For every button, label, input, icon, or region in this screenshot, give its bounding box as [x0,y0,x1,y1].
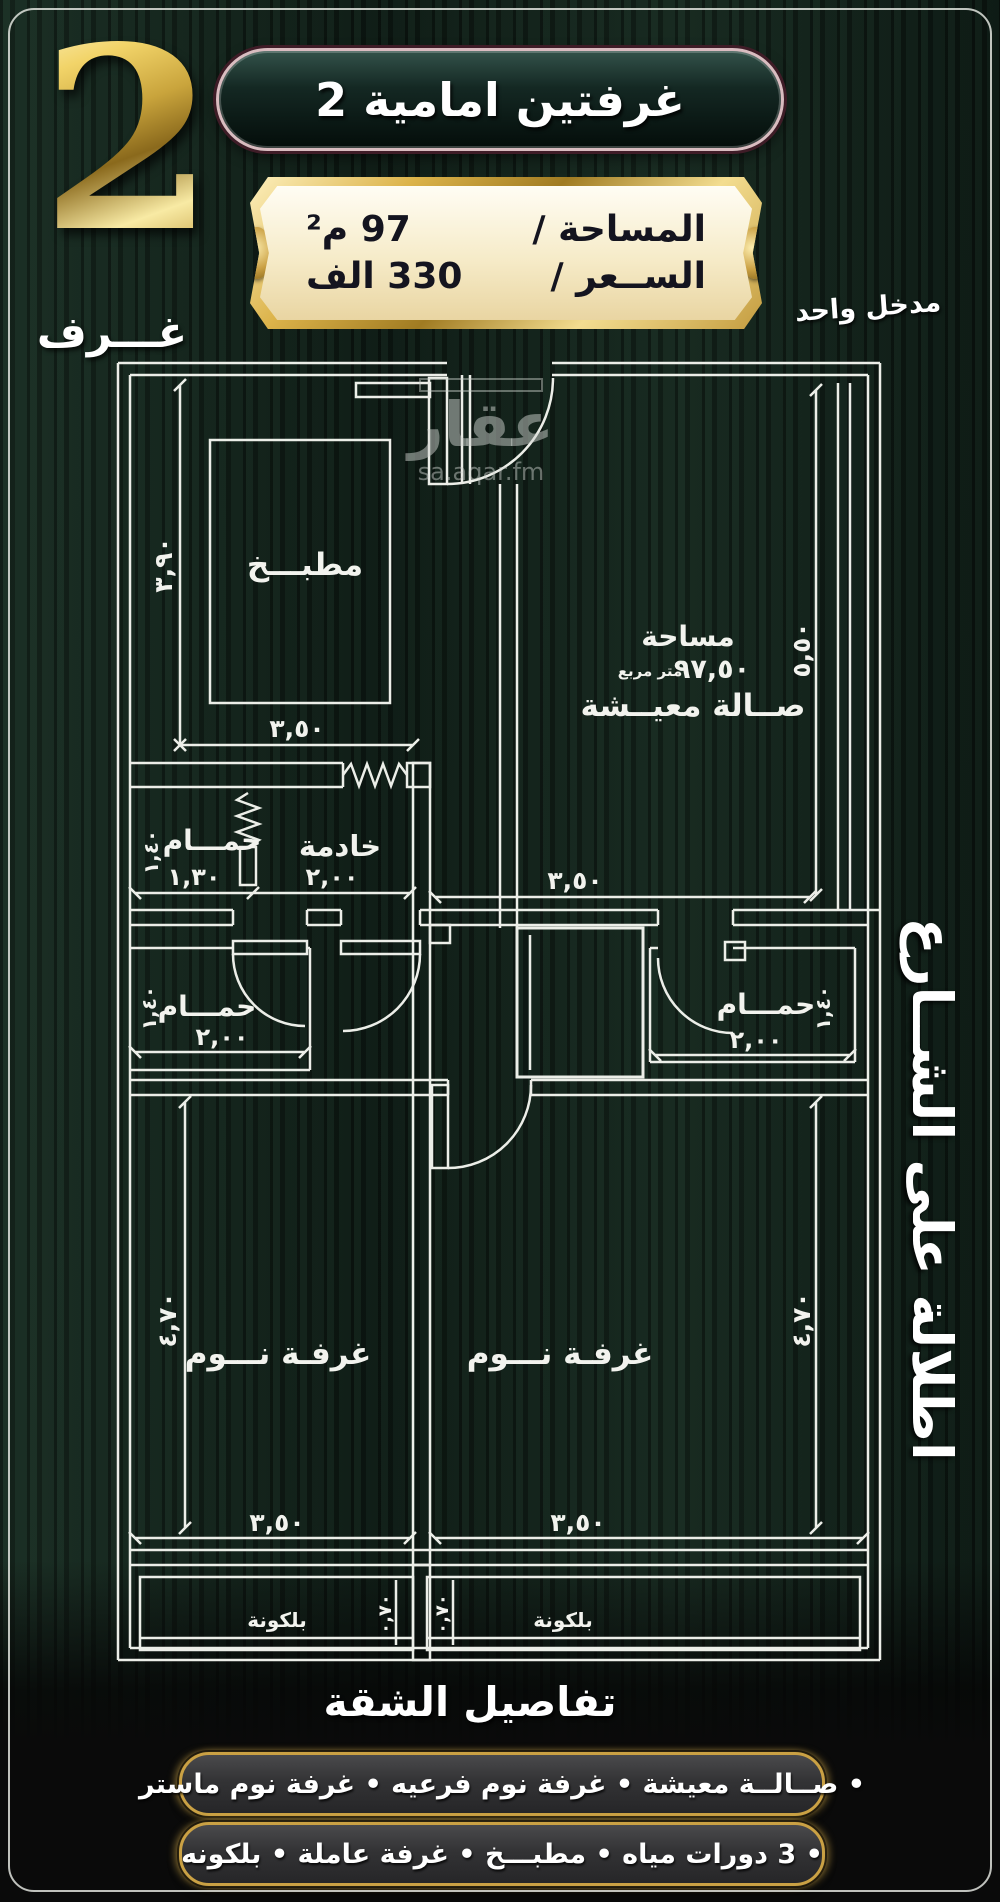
dim-bath-left-width: ٢,٠٠ [195,1023,248,1051]
details-title: تفاصيل الشقة [323,1678,617,1726]
entrance-door [354,375,555,486]
dim-balcony-left-depth: ٠,٧٠ [375,1594,396,1634]
bedroom-right-label: غرفـة نـــوم [467,1336,654,1372]
dim-bath-right-depth: ١,٤٠ [811,986,835,1030]
dim-upper-bath-depth: ١,٤٠ [139,830,163,874]
details-pill-2: • 3 دورات مياه • مطبـــخ • غرفة عاملة • … [179,1822,825,1886]
living-walls [428,383,852,910]
price-row: الســعر / 330 الف [306,256,706,297]
dim-bedroom-right-height: ٤,٧٠ [787,1292,816,1347]
kitchen-walls [130,378,432,790]
dim-kitchen-width: ٣,٥٠ [269,714,324,743]
living-label: صــالة معيــشة [581,688,806,724]
title-banner: 2 غرفتين امامية [216,48,784,151]
bath-upper-label: حمـــام [163,824,262,857]
balcony-right-label: بلكونة [533,1608,592,1632]
dim-maid-width: ٢,٠٠ [305,863,358,891]
area-value: 97 م² [306,209,411,250]
dim-bedroom-right-width: ٣,٥٠ [550,1508,605,1537]
living-area-unit: متر مربع [618,662,682,680]
dim-kitchen-height: ٣,٩٠ [149,537,178,592]
area-row: المساحة / 97 م² [306,209,706,250]
balcony-walls [130,1548,868,1662]
big-number-2: 2 [18,8,238,273]
shaft [515,926,645,1079]
mid-wall-band [130,484,880,945]
bedroom-band [128,1078,870,1545]
hall-door [339,939,422,1033]
dim-bedroom-left-width: ٣,٥٠ [249,1508,304,1537]
living-area-word: مساحة [641,620,735,653]
corridor-door [430,1083,533,1170]
maid-label: خادمة [299,829,381,863]
price-value: 330 الف [306,256,463,297]
area-label: المساحة / [532,209,706,250]
details-line-2: • 3 دورات مياه • مطبـــخ • غرفة عاملة • … [181,1838,823,1870]
bath-left-walls [128,939,312,1072]
bath-right-walls [648,940,857,1064]
info-plate: المساحة / 97 م² الســعر / 330 الف [250,177,762,329]
outer-walls [116,361,882,1662]
dim-hall-width: ٣,٥٠ [547,866,602,895]
dim-bedroom-left-height: ٤,٧٠ [153,1292,182,1347]
living-area-value: ٩٧,٥٠ [674,654,750,685]
corridor-walls [498,484,519,928]
kitchen-label: مطبـــخ [247,547,363,583]
big-number-caption: غـــرف [36,308,188,358]
details-pill-1: • صــالــة معيشة • غرفة نوم فرعيه • غرفة… [139,1752,865,1816]
info-plate-inner: المساحة / 97 م² الســعر / 330 الف [260,186,752,320]
dim-balcony-right-depth: ٠,٧٠ [432,1594,453,1634]
price-label: الســعر / [550,256,707,297]
dim-living-height: ٥,٥٠ [787,622,816,677]
window-zigzag [341,760,409,790]
details-line-1: • صــالــة معيشة • غرفة نوم فرعيه • غرفة… [138,1768,866,1800]
dim-upper-bath-width: ١,٣٠ [167,863,220,891]
street-view-note: اطلالة على الشــارع [900,917,964,1461]
dim-bath-left-depth: ١,٤٠ [137,986,161,1030]
bath-right-label: حمـــام [717,988,816,1021]
bath-left-label: حمـــام [158,990,257,1023]
balcony-left-label: بلكونة [247,1608,306,1632]
bedroom-left-label: غرفـة نـــوم [185,1336,372,1372]
title-banner-text: 2 غرفتين امامية [315,72,685,127]
dim-bath-right-width: ٢,٠٠ [729,1026,782,1054]
